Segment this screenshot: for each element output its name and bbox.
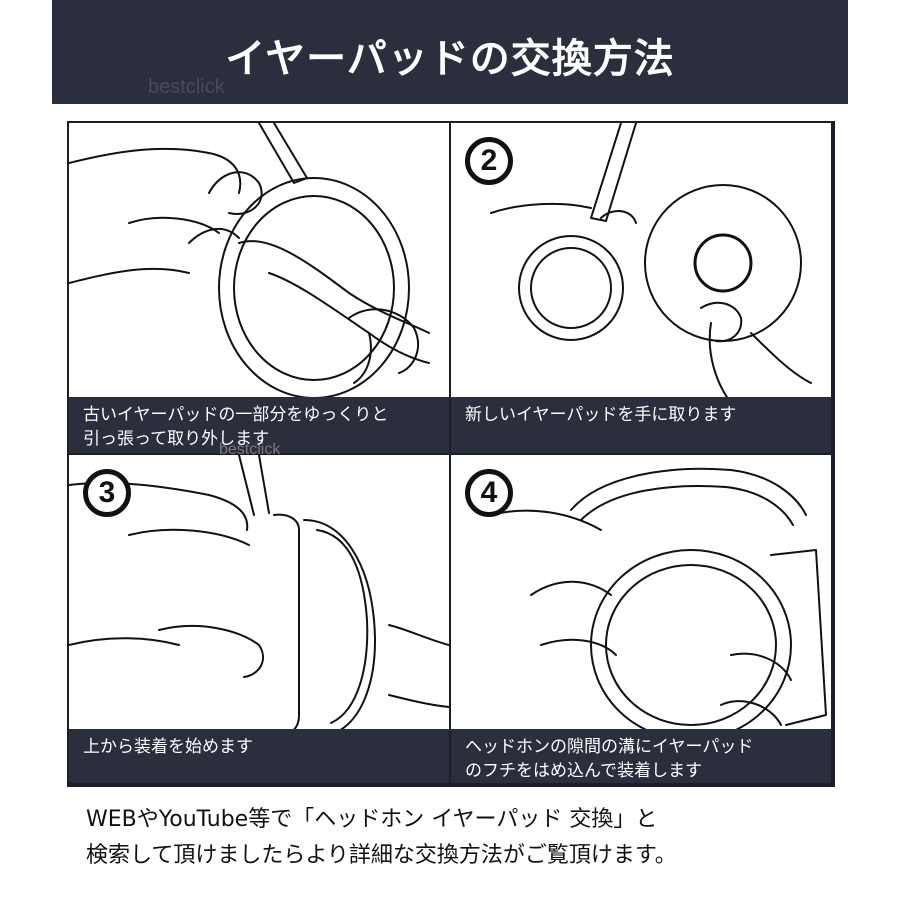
step-3-number-badge: 3: [83, 469, 131, 517]
footer-line-1: WEBやYouTube等で「ヘッドホン イヤーパッド 交換」と: [86, 807, 658, 832]
step-3-panel: 3 上から装着を始めます: [69, 455, 449, 783]
step-2-caption-line: 新しいイヤーパッドを手に取ります: [465, 405, 737, 425]
step-4-panel: 4 ヘッドホンの隙間の溝にイヤーパッド のフチをはめ込んで装着します: [451, 455, 831, 783]
step-1-panel: 古いイヤーパッドの一部分をゆっくりと 引っ張って取り外します: [69, 123, 449, 453]
step-2-illustration: [490, 123, 812, 404]
step-3-illustration: [69, 455, 449, 737]
step-2-caption: 新しいイヤーパッドを手に取ります: [451, 397, 831, 453]
step-1-caption: 古いイヤーパッドの一部分をゆっくりと 引っ張って取り外します: [69, 397, 449, 453]
watermark: bestclick: [148, 76, 225, 98]
step-4-caption: ヘッドホンの隙間の溝にイヤーパッド のフチをはめ込んで装着します: [451, 729, 831, 783]
step-4-caption-line: ヘッドホンの隙間の溝にイヤーパッド: [465, 737, 754, 757]
step-1-illustration: [69, 123, 430, 399]
step-3-caption-line: 上から装着を始めます: [83, 737, 253, 757]
watermark: bestclick: [219, 441, 281, 458]
step-4-number-badge: 4: [465, 469, 513, 517]
step-3-caption: 上から装着を始めます: [69, 729, 449, 783]
page-title: イヤーパッドの交換方法: [225, 36, 675, 82]
title-banner: イヤーパッドの交換方法 bestclick: [52, 0, 848, 104]
step-2-number-badge: 2: [465, 137, 513, 185]
footer-note: WEBやYouTube等で「ヘッドホン イヤーパッド 交換」と 検索して頂けまし…: [86, 802, 846, 874]
instruction-grid: 古いイヤーパッドの一部分をゆっくりと 引っ張って取り外します 2 新しいイヤーパ…: [67, 121, 835, 787]
step-4-caption-line: のフチをはめ込んで装着します: [465, 761, 703, 781]
footer-line-2: 検索して頂けましたらより詳細な交換方法がご覧頂けます。: [86, 843, 677, 868]
step-1-caption-line: 引っ張って取り外します: [83, 429, 270, 449]
step-2-panel: 2 新しいイヤーパッドを手に取ります: [451, 123, 831, 453]
step-1-caption-line: 古いイヤーパッドの一部分をゆっくりと: [83, 405, 389, 425]
